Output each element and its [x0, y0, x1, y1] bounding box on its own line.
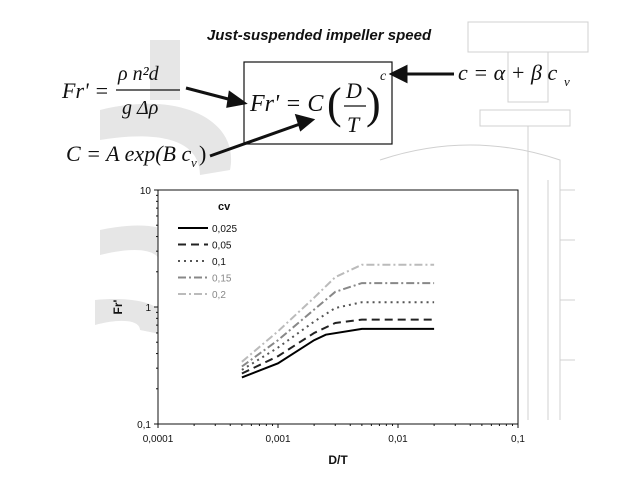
y-tick-label-2: 10	[140, 186, 152, 197]
fr-definition-denominator: g Δρ	[122, 97, 158, 119]
main-equation-exponent: c	[380, 69, 387, 84]
legend-title: cv	[218, 201, 231, 213]
equation-arrows	[185, 64, 454, 158]
series-line-0-15	[241, 282, 435, 368]
main-equation-open-paren: (	[327, 79, 342, 128]
arrow-c-to-main-head	[388, 64, 408, 84]
series-lines	[241, 263, 435, 379]
chart: 0,0001 0,001 0,01 0,1 0,1 1 10 cv 0,025 0,05 0,1…	[111, 186, 525, 467]
arrow-C-to-main	[209, 122, 301, 158]
fr-definition-numerator: ρ n²d	[117, 63, 160, 85]
main-equation-numerator: D	[345, 78, 362, 103]
main-equation-denominator: T	[347, 112, 361, 137]
series-line-0-1	[241, 301, 435, 371]
main-equation-close-paren: )	[366, 79, 381, 128]
fr-definition-lhs: Fr' =	[61, 78, 109, 103]
legend-label-0-1: 0,1	[212, 257, 226, 268]
C-definition-close: )	[199, 141, 206, 166]
figure-title: Just-suspended impeller speed	[207, 27, 432, 44]
legend-title-text: cv	[218, 201, 231, 213]
main-equation-lhs: Fr' = C	[249, 91, 324, 117]
x-tick-label-3: 0,1	[511, 434, 525, 445]
arrow-C-to-main-head	[294, 113, 316, 132]
C-definition: C = A exp(B c	[66, 141, 191, 166]
y-axis-label: Fr'	[111, 299, 125, 314]
legend-label-0-2: 0,2	[212, 290, 226, 301]
legend-label-0-025: 0,025	[212, 224, 237, 235]
series-line-0-05	[241, 318, 435, 375]
y-tick-label-1: 1	[145, 303, 151, 314]
background-vessel-drawing	[379, 21, 589, 420]
legend-label-0-05: 0,05	[212, 241, 232, 252]
x-tick-label-1: 0,001	[265, 434, 290, 445]
c-definition: c = α + β c	[458, 60, 557, 85]
x-tick-label-0: 0,0001	[143, 434, 174, 445]
axis-ticks: 0,0001 0,001 0,01 0,1 0,1 1 10	[137, 186, 525, 445]
series-line-0-025	[241, 327, 435, 379]
legend-label-0-15: 0,15	[212, 274, 232, 285]
c-definition-subscript: v	[564, 74, 570, 89]
C-definition-subscript: v	[191, 155, 197, 170]
legend: cv 0,025 0,05 0,1 0,15 0,2	[178, 201, 237, 301]
arrow-fr-to-main-head	[226, 90, 248, 108]
x-tick-label-2: 0,01	[388, 434, 408, 445]
arrow-fr-to-main	[185, 86, 233, 102]
y-tick-label-0: 0,1	[137, 420, 151, 431]
x-axis-label: D/T	[328, 453, 348, 467]
